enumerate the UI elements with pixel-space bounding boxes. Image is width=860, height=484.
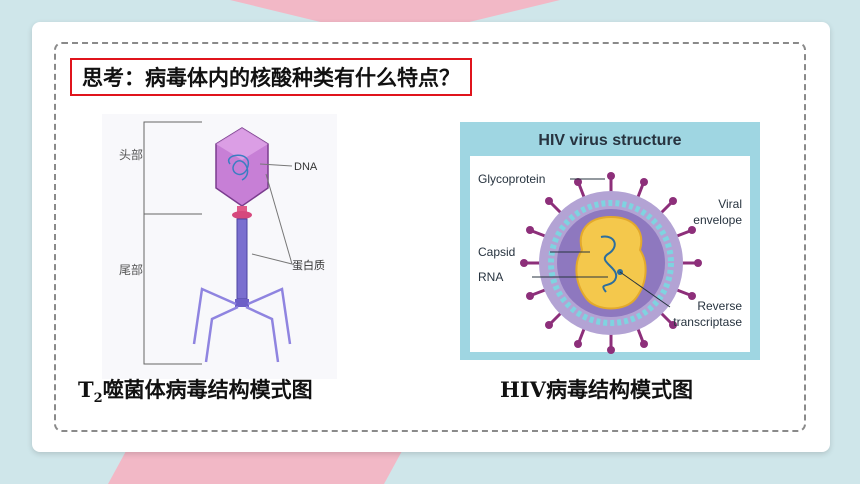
phage-collar <box>237 206 247 214</box>
baseplate <box>235 299 249 307</box>
phage-caption: T2噬菌体病毒结构模式图 <box>78 377 313 407</box>
transcriptase-label: transcriptase <box>673 315 742 329</box>
envelope-label: envelope <box>693 213 742 227</box>
hiv-structure-diagram: HIV virus structure <box>460 122 760 360</box>
tail-bracket <box>143 214 150 365</box>
reverse-label: Reverse <box>697 299 742 313</box>
tail-label: 尾部 <box>119 262 143 277</box>
question-title: 思考：病毒体内的核酸种类有什么特点？ <box>70 58 472 96</box>
capsid-label: Capsid <box>478 245 515 259</box>
glycoprotein-spikes <box>526 178 696 348</box>
phage-structure-diagram: 头部 尾部 DNA 蛋白质 <box>102 114 337 379</box>
phage-tail-sheath <box>236 218 248 300</box>
dashed-frame <box>54 42 806 432</box>
hiv-caption: HIV病毒结构模式图 <box>500 377 693 402</box>
hiv-figure-title: HIV virus structure <box>538 132 681 149</box>
matrix-layer <box>548 200 674 326</box>
rna-strand <box>600 235 618 293</box>
head-bracket <box>143 121 150 215</box>
slide-card: 思考：病毒体内的核酸种类有什么特点？ 头部 尾部 DNA 蛋白质 <box>32 22 830 452</box>
dna-label: DNA <box>294 161 318 173</box>
capsid <box>575 215 647 310</box>
tail-fibers <box>192 287 292 363</box>
viral-label: Viral <box>718 197 742 211</box>
protein-label: 蛋白质 <box>292 258 325 272</box>
dna-strand <box>227 154 249 181</box>
rna-label: RNA <box>478 270 503 284</box>
head-label: 头部 <box>119 147 143 162</box>
glycoprotein-label: Glycoprotein <box>478 172 545 186</box>
